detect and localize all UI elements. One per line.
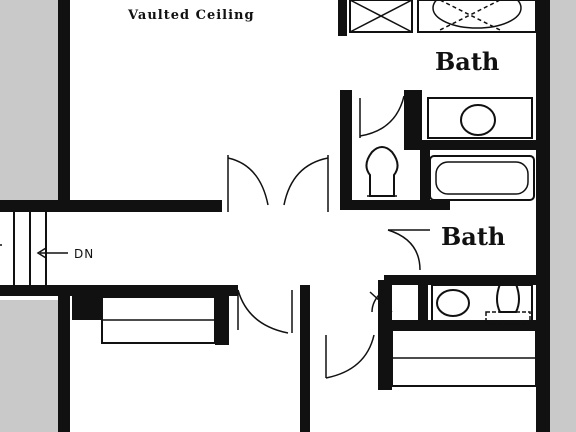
upper-bath-fixtures (365, 97, 535, 201)
stairs-down-label: DN (74, 247, 94, 261)
vaulted-ceiling-label: Vaulted Ceiling (127, 8, 255, 23)
walls (0, 0, 550, 432)
closet-left (101, 296, 216, 344)
door-swings (227, 95, 430, 379)
closet-right (391, 329, 537, 387)
bath-upper-label: Bath (435, 47, 499, 76)
staircase (0, 212, 47, 285)
shower-stall (349, 0, 537, 33)
stairs-arrow (36, 247, 68, 259)
lower-bath-fixtures (431, 277, 533, 325)
bath-lower-label: Bath (441, 222, 505, 251)
